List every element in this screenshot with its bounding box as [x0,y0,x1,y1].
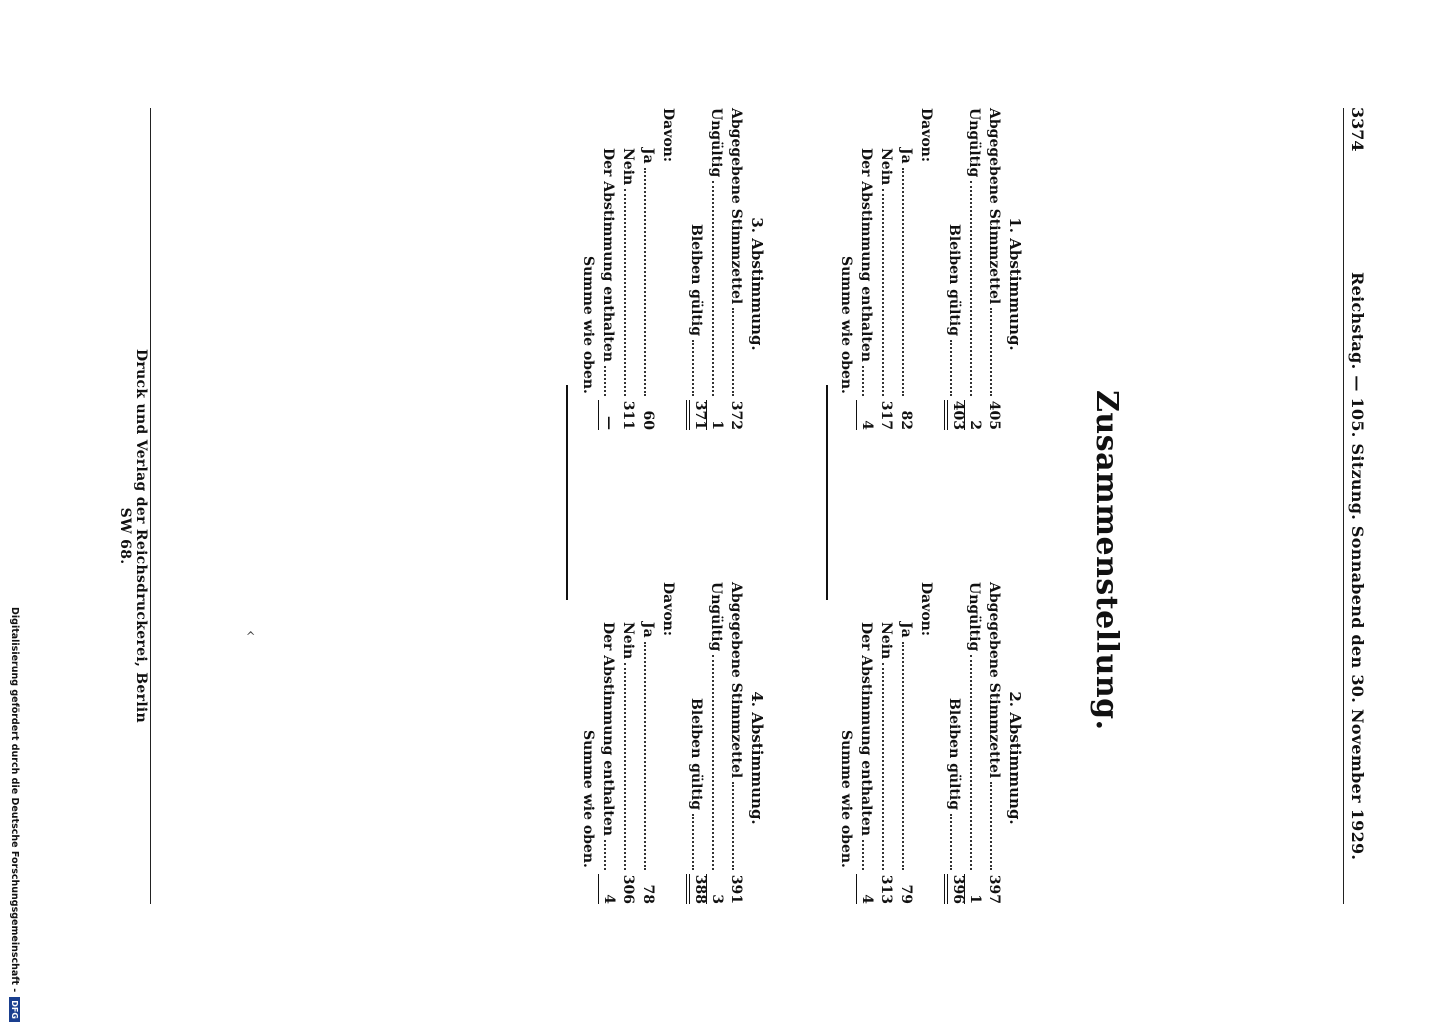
separator-rule [566,385,568,600]
digitization-note: Digitalisierung gefördert durch die Deut… [9,607,20,1022]
vote-title: 2. Abstimmung. [1006,691,1024,825]
davon-label: Davon: [918,582,934,637]
row-summe: Summe wie oben. [838,256,854,394]
dfg-logo: DFG [9,997,20,1022]
separator-rule [826,385,828,600]
printer-imprint: Druck und Verlag der Reichsdruckerei, Be… [117,348,149,724]
footer-rule [150,108,151,904]
page-title: Zusammenstellung. [1089,390,1124,731]
davon-label: Davon: [660,108,676,163]
row-enthalten: Der Abstimmung enthalten— [598,148,619,430]
row-summe: Summe wie oben. [838,730,854,868]
davon-label: Davon: [918,108,934,163]
vote-title: 1. Abstimmung. [1006,217,1024,351]
rotated-page: 3374 Reichstag. — 105. Sitzung. Sonnaben… [9,107,1367,1022]
running-head: Reichstag. — 105. Sitzung. Sonnabend den… [1348,272,1367,861]
digitization-text: Digitalisierung gefördert durch die Deut… [9,607,20,993]
vote-title: 3. Abstimmung. [748,217,766,351]
row-summe: Summe wie oben. [580,730,596,868]
davon-label: Davon: [660,582,676,637]
row-summe: Summe wie oben. [580,256,596,394]
header-rule [1343,108,1344,904]
vote-title: 4. Abstimmung. [748,691,766,825]
stray-mark: ‹ [242,630,261,637]
page-number: 3374 [1348,107,1367,152]
